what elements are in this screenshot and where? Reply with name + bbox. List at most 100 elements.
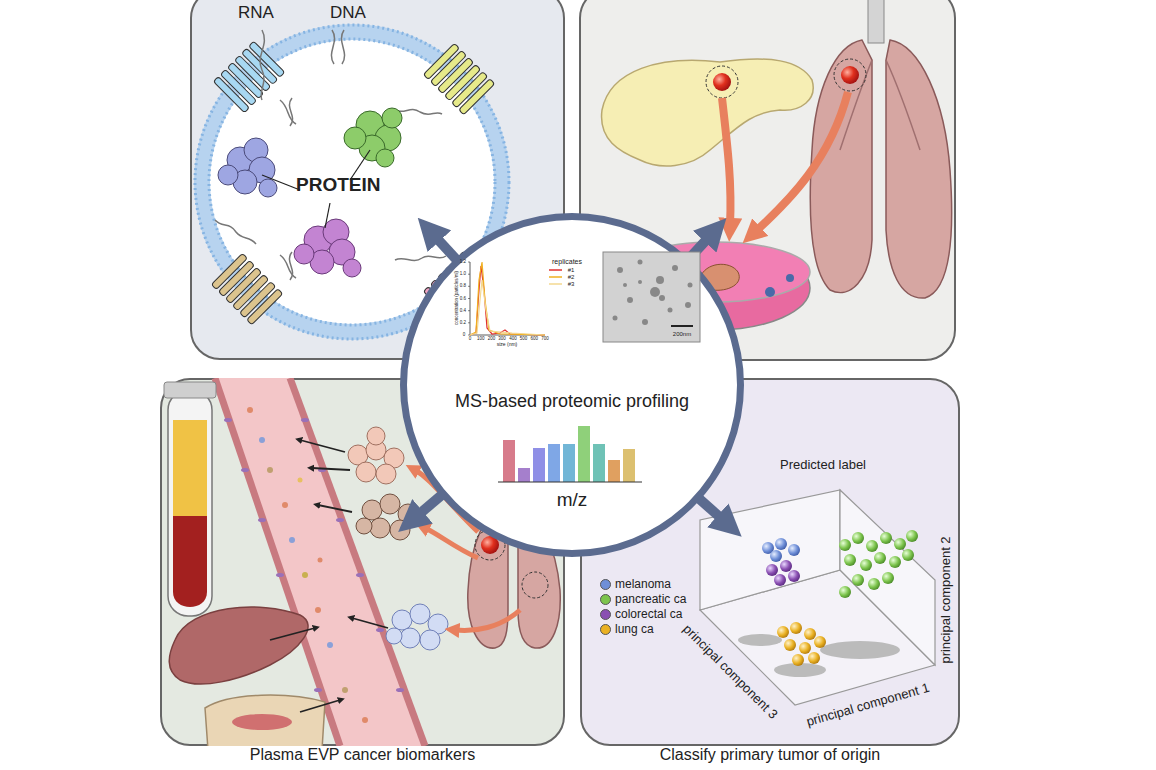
electron-micrograph bbox=[668, 308, 673, 313]
chart-label: 200 bbox=[488, 337, 496, 342]
legend-text: pancreatic ca bbox=[615, 593, 686, 606]
chart-label: 300 bbox=[498, 337, 506, 342]
plasma-illustration bbox=[314, 688, 322, 692]
electron-micrograph bbox=[603, 252, 700, 342]
nucleic-acid bbox=[395, 256, 446, 261]
transmembrane-protein bbox=[233, 275, 269, 311]
mass-spectrum bbox=[608, 460, 620, 482]
plasma-illustration bbox=[247, 407, 368, 723]
chart-label: #2 bbox=[568, 274, 575, 281]
plasma-illustration bbox=[327, 642, 333, 648]
organoid-panel bbox=[765, 287, 775, 297]
pca-plot bbox=[852, 574, 864, 586]
transmembrane-protein bbox=[452, 72, 488, 108]
plasma-illustration bbox=[398, 504, 418, 524]
legend-swatch bbox=[600, 609, 611, 620]
plasma-illustration bbox=[318, 468, 326, 472]
electron-micrograph bbox=[688, 283, 693, 288]
protein-blob bbox=[218, 138, 277, 197]
plasma-illustration bbox=[348, 427, 404, 484]
protein-blob bbox=[310, 250, 334, 274]
plasma-illustration bbox=[356, 494, 418, 540]
blood-tube bbox=[164, 382, 216, 398]
plasma-illustration bbox=[367, 427, 385, 445]
plasma-illustration bbox=[258, 518, 266, 522]
node-text: Classify primary tumor of origin bbox=[582, 746, 958, 764]
pca-plot bbox=[866, 540, 878, 552]
legend-text: colorectal ca bbox=[615, 608, 682, 621]
electron-micrograph bbox=[638, 280, 642, 284]
nucleic-acid bbox=[331, 30, 334, 64]
transmembrane-protein bbox=[235, 55, 271, 91]
chart-label: 500 bbox=[520, 337, 528, 342]
transmembrane-protein bbox=[211, 253, 247, 289]
transmembrane-protein bbox=[247, 289, 283, 325]
vesicle bbox=[202, 32, 502, 332]
chart-label: 0 bbox=[469, 337, 472, 342]
protein-blob bbox=[376, 149, 394, 167]
electron-micrograph bbox=[650, 287, 660, 297]
leader-line bbox=[262, 150, 370, 228]
pca-plot bbox=[902, 549, 914, 561]
pca-plot bbox=[766, 564, 778, 576]
pca-plot bbox=[814, 636, 826, 648]
node-text: PROTEIN bbox=[296, 175, 380, 196]
protein-blob bbox=[227, 147, 253, 173]
plasma-illustration bbox=[362, 717, 368, 723]
chart-label: size (nm) bbox=[497, 342, 518, 348]
chart-label: m/z bbox=[557, 490, 588, 511]
transmembrane-protein bbox=[437, 57, 473, 93]
pca-plot bbox=[762, 542, 774, 554]
chart-label: concentration (particles/ml) bbox=[455, 271, 460, 325]
transmembrane-protein bbox=[242, 48, 278, 84]
legend-swatch bbox=[600, 579, 611, 590]
transmembrane-protein bbox=[430, 50, 466, 86]
size-distribution-chart bbox=[549, 276, 562, 278]
electron-micrograph bbox=[613, 260, 693, 326]
protein-blob bbox=[323, 219, 349, 245]
chart-label: 0.8 bbox=[460, 284, 466, 289]
plasma-illustration bbox=[224, 418, 232, 422]
plasma-illustration bbox=[356, 518, 372, 534]
protein-blob bbox=[359, 135, 385, 161]
plasma-illustration bbox=[312, 468, 350, 470]
pca-plot bbox=[894, 538, 906, 550]
plasma-illustration bbox=[302, 572, 308, 578]
legend-swatch bbox=[600, 594, 611, 605]
organoid-panel bbox=[602, 59, 814, 166]
size-distribution-chart bbox=[468, 262, 470, 335]
plasma-illustration bbox=[318, 505, 352, 512]
electron-micrograph bbox=[659, 295, 665, 301]
mass-spectrum bbox=[578, 426, 590, 482]
plasma-illustration bbox=[380, 494, 400, 514]
plasma-illustration bbox=[396, 688, 404, 692]
chart-label: 1.2 bbox=[460, 260, 466, 265]
plasma-illustration bbox=[298, 478, 303, 483]
electron-micrograph bbox=[638, 260, 643, 265]
mass-spectrum bbox=[503, 440, 515, 482]
blood-tube bbox=[173, 516, 207, 607]
plasma-illustration bbox=[386, 604, 448, 650]
organoid-panel bbox=[706, 66, 738, 98]
plasma-illustration bbox=[232, 714, 292, 730]
organoid-panel bbox=[841, 66, 859, 84]
plasma-illustration bbox=[428, 614, 448, 634]
nucleic-acid bbox=[215, 30, 446, 280]
plasma-illustration bbox=[410, 604, 430, 624]
plasma-illustration bbox=[352, 618, 388, 628]
chart-label: #3 bbox=[568, 281, 575, 288]
leader-line bbox=[325, 203, 330, 228]
transmembrane-protein bbox=[423, 43, 494, 114]
transmembrane-protein bbox=[423, 43, 459, 79]
plasma-illustration bbox=[315, 607, 321, 613]
protein-blob bbox=[294, 244, 314, 264]
pca-plot bbox=[738, 634, 782, 646]
transmembrane-protein bbox=[249, 41, 285, 77]
pca-plot bbox=[839, 539, 851, 551]
electron-micrograph bbox=[613, 316, 618, 321]
node-text: MS-based proteomic profiling bbox=[407, 392, 737, 412]
pca-plot bbox=[880, 532, 892, 544]
transmembrane-protein bbox=[445, 65, 481, 101]
pca-plot bbox=[799, 642, 811, 654]
electron-micrograph bbox=[627, 297, 633, 303]
